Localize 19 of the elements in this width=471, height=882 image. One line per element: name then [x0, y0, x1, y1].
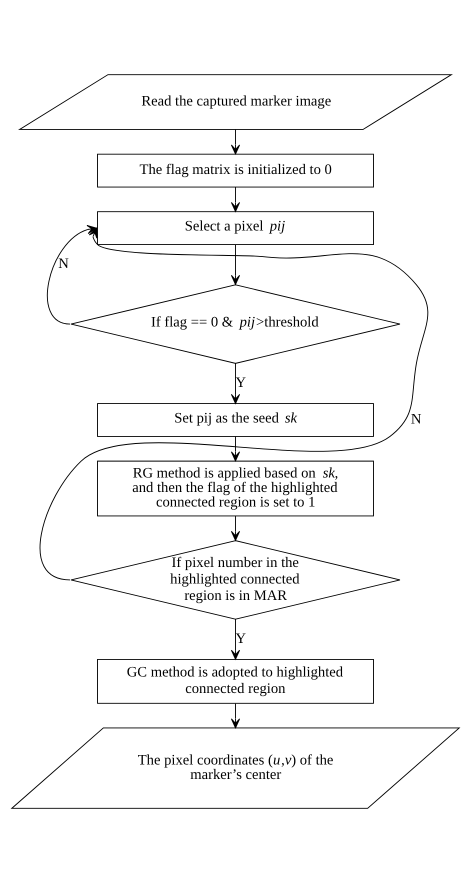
- arrow: [230, 362, 240, 404]
- node-box: Set pij as the seed sk: [97, 402, 374, 436]
- node-box: The flag matrix is initialized to 0: [97, 153, 374, 187]
- arrow: [47, 224, 98, 324]
- node-box: GC method is adopted to highlighted connected region: [97, 658, 374, 704]
- arrow: [230, 244, 240, 284]
- arrow: [230, 436, 240, 461]
- arrow: [40, 227, 428, 580]
- arrow: [230, 128, 240, 154]
- node-box: RG method is applied based on sk, and then the flag of the highlighted connected region is set to 1: [97, 460, 374, 516]
- node-box: Select a pixel pij: [97, 210, 374, 245]
- arrow: [230, 702, 240, 728]
- edge-label: N: [58, 256, 69, 272]
- arrow: [230, 515, 240, 540]
- edge-label: N: [410, 411, 422, 427]
- node-diamond: If pixel number in the highlighted connected region is in MAR: [70, 540, 400, 620]
- node-diamond: If flag == 0 & pij>threshold: [70, 284, 400, 364]
- arrow: [230, 618, 240, 660]
- arrow: [230, 186, 240, 212]
